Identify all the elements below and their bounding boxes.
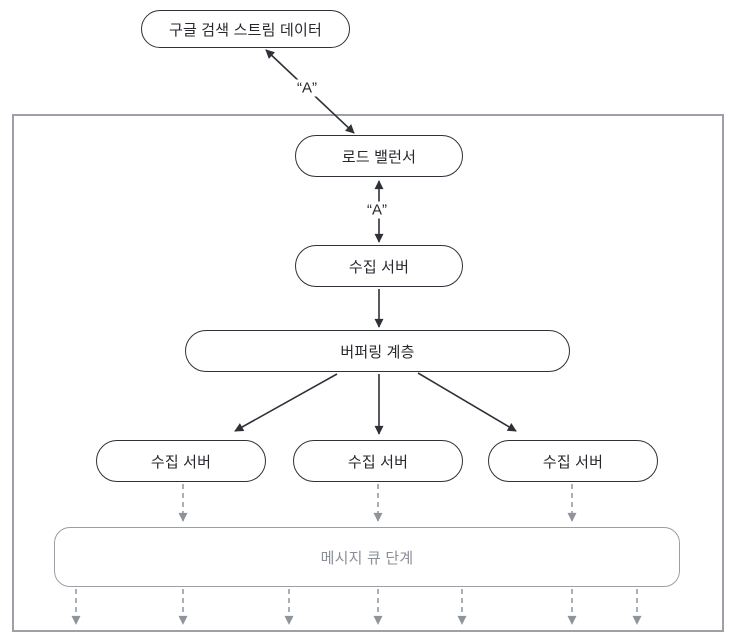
edge-label-a-top: “A” — [292, 79, 322, 97]
edge-buffering-ingest-left — [234, 373, 338, 432]
node-message-queue: 메시지 큐 단계 — [54, 527, 680, 587]
node-ingest-left: 수집 서버 — [96, 440, 266, 482]
node-source: 구글 검색 스트림 데이터 — [141, 10, 350, 48]
node-buffering-layer: 버퍼링 계층 — [185, 330, 570, 372]
node-load-balancer: 로드 밸런서 — [295, 135, 463, 177]
edge-label-a-middle: “A” — [362, 201, 392, 219]
system-boundary-frame — [12, 114, 724, 632]
node-ingest-center: 수집 서버 — [293, 440, 463, 482]
edge-buffering-ingest-right — [417, 372, 517, 432]
node-ingest-right: 수집 서버 — [488, 440, 658, 482]
node-ingest-main: 수집 서버 — [295, 245, 463, 287]
